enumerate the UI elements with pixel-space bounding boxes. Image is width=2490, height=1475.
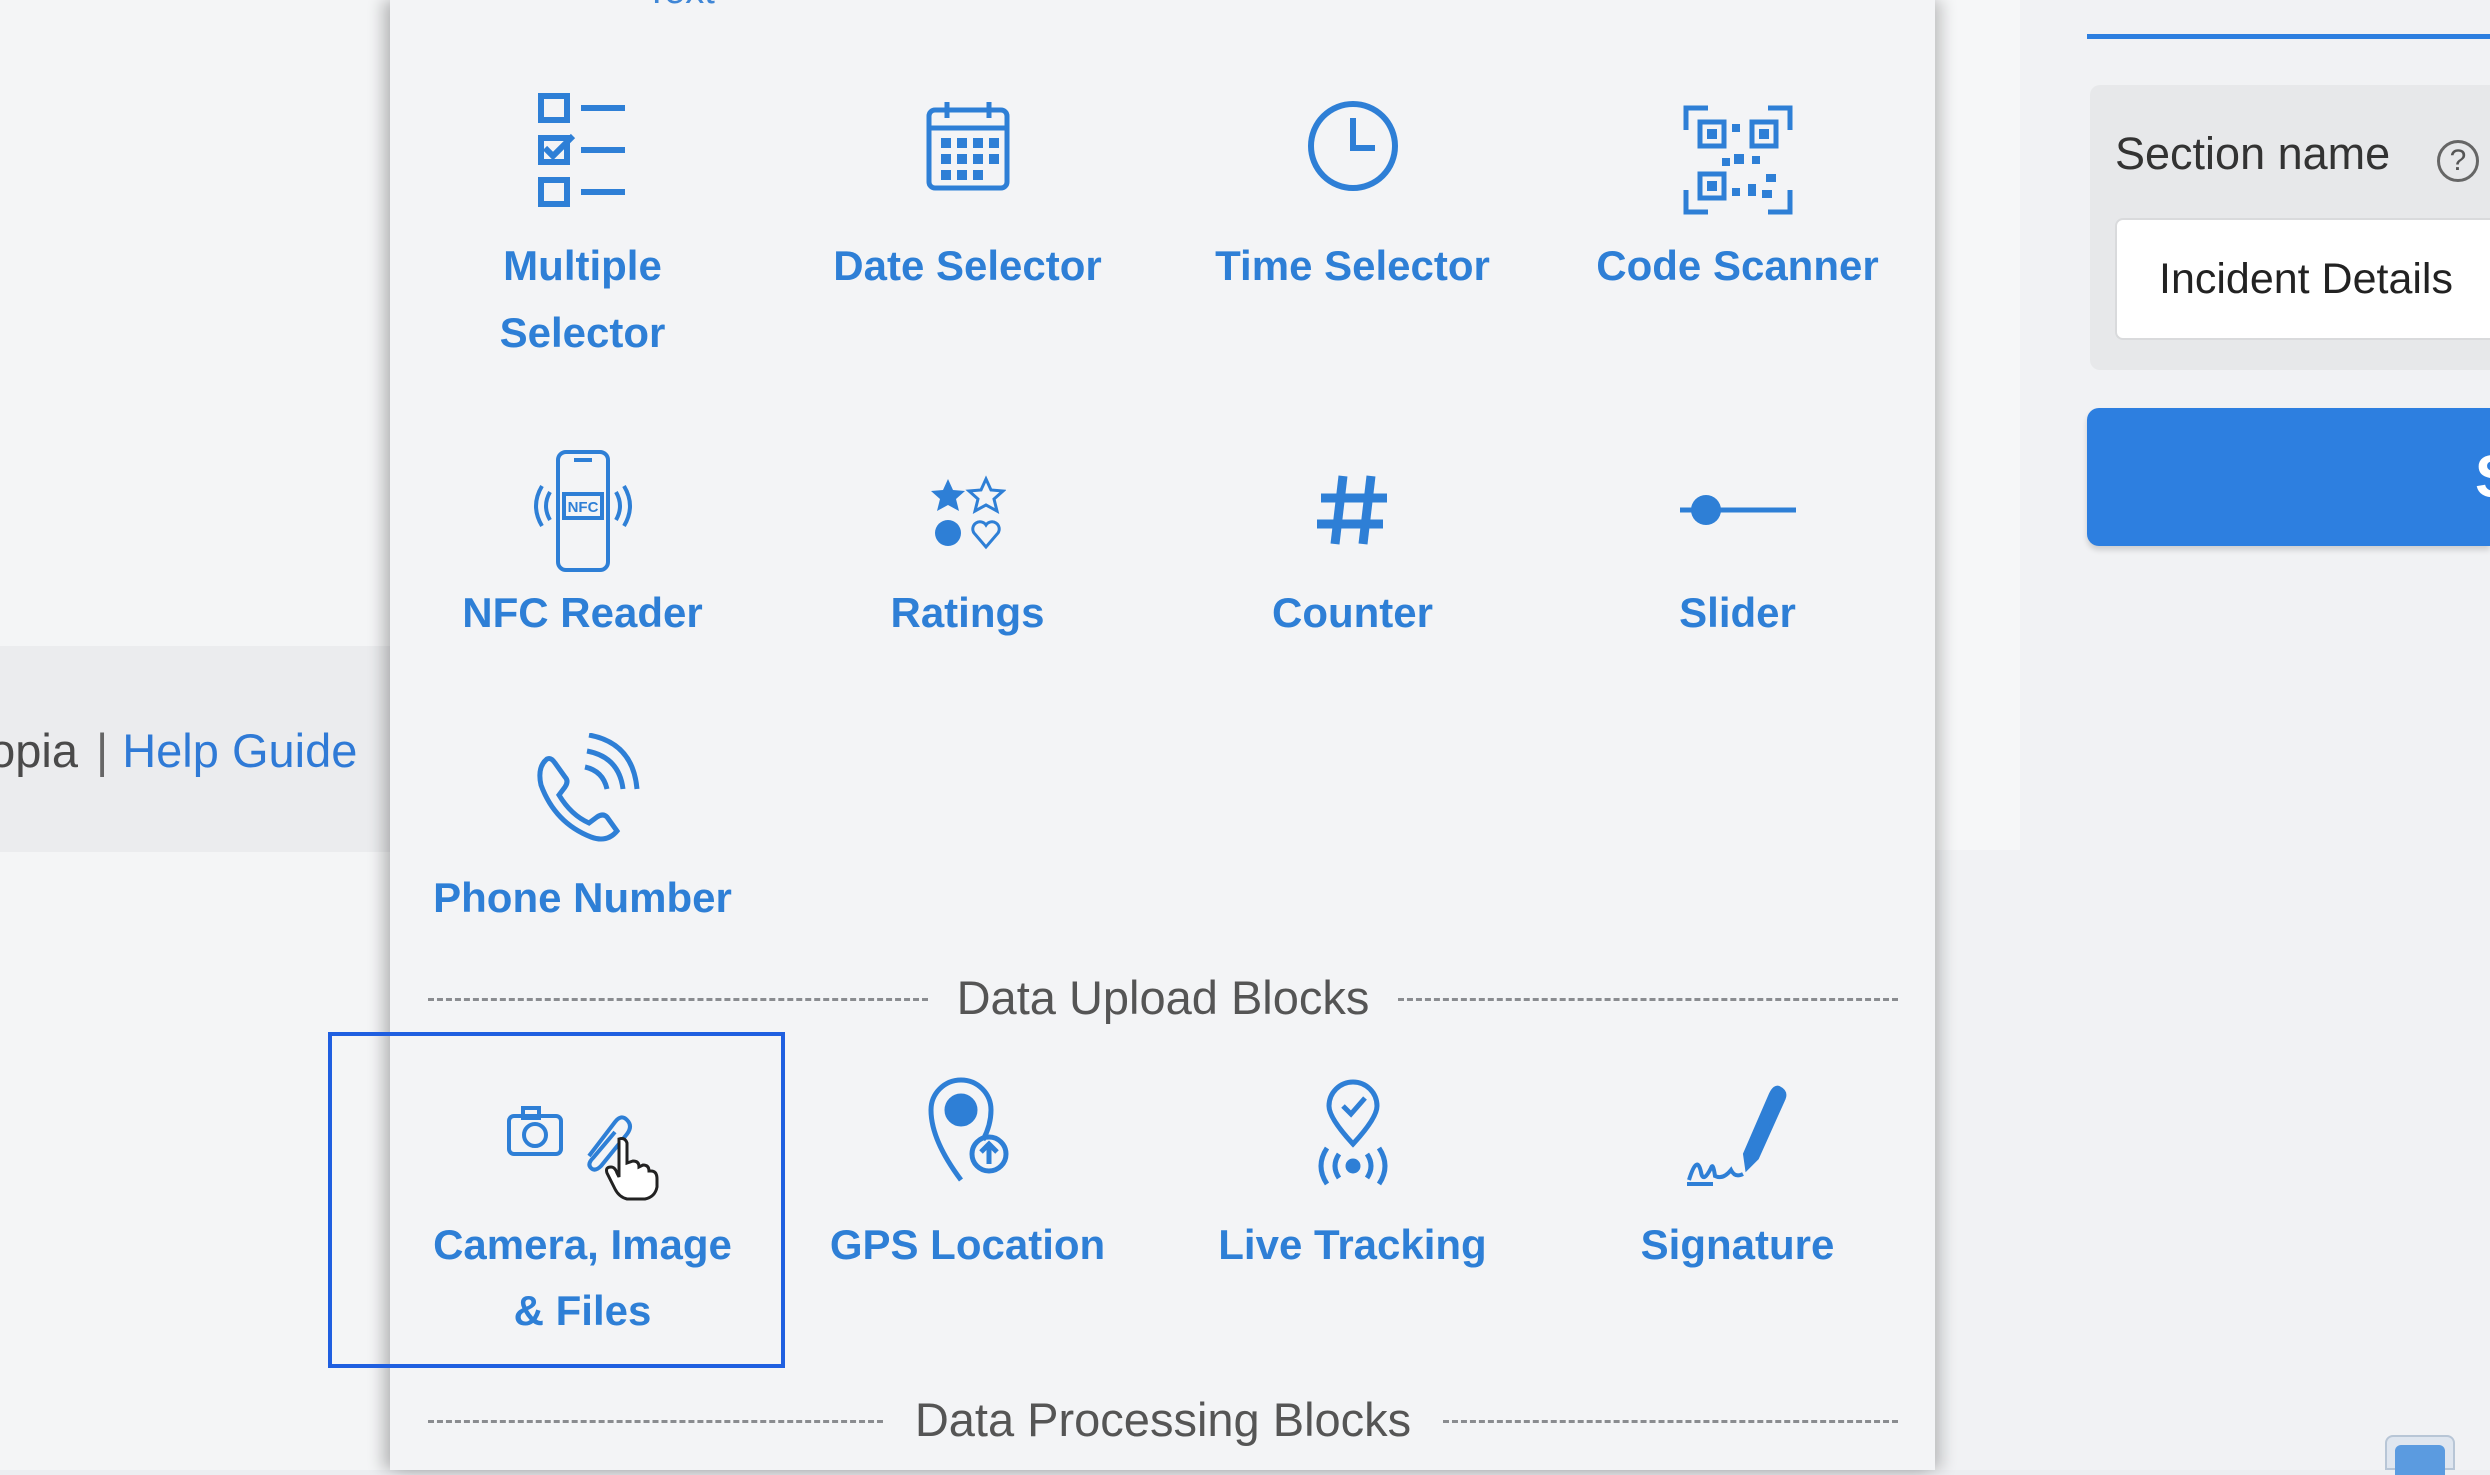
nfc-phone-icon: NFC bbox=[533, 450, 632, 572]
save-button[interactable]: S bbox=[2087, 408, 2490, 546]
block-label: Ratings bbox=[890, 589, 1045, 636]
app-corner-icon[interactable] bbox=[2385, 1435, 2455, 1475]
svg-text:NFC: NFC bbox=[567, 499, 598, 516]
hash-icon bbox=[1316, 475, 1387, 545]
block-label: Slider bbox=[1679, 589, 1796, 636]
block-slider[interactable]: Slider bbox=[1545, 440, 1930, 650]
block-label: Code Scanner bbox=[1596, 242, 1879, 289]
block-ratings[interactable]: Ratings bbox=[775, 440, 1160, 650]
ratings-icon bbox=[930, 475, 1006, 550]
block-date-selector[interactable]: Date Selector bbox=[775, 80, 1160, 289]
block-camera-image-files[interactable]: Camera, Image & Files bbox=[390, 1060, 775, 1360]
help-guide-link[interactable]: Help Guide bbox=[122, 723, 358, 777]
section-title: Data Processing Blocks bbox=[902, 1393, 1424, 1446]
block-live-tracking[interactable]: Live Tracking bbox=[1160, 1060, 1545, 1310]
section-title: Data Upload Blocks bbox=[944, 971, 1382, 1024]
block-label: Phone Number bbox=[433, 874, 732, 921]
section-name-label: Section name bbox=[2115, 128, 2391, 179]
block-label: Multiple bbox=[503, 242, 662, 289]
block-label: Time Selector bbox=[1215, 242, 1490, 289]
tab-underline bbox=[2087, 34, 2490, 39]
location-pin-icon bbox=[927, 1077, 1008, 1182]
block-signature[interactable]: Signature bbox=[1545, 1060, 1930, 1310]
block-label: Counter bbox=[1272, 589, 1433, 636]
block-label: Selector bbox=[499, 309, 666, 356]
block-label-cut: Text bbox=[540, 0, 820, 13]
right-gutter bbox=[1935, 0, 2020, 850]
divider-data-upload: Data Upload Blocks bbox=[428, 968, 1898, 1028]
block-label: Signature bbox=[1640, 1221, 1835, 1268]
footer-separator: | bbox=[96, 723, 109, 777]
footer-link-partial[interactable]: opia bbox=[0, 723, 78, 777]
block-palette: Text Multiple Selector Date Selector Tim… bbox=[390, 0, 1935, 1470]
signature-pen-icon bbox=[1686, 1085, 1786, 1186]
checklist-icon bbox=[537, 93, 625, 207]
block-label: Live Tracking bbox=[1218, 1221, 1487, 1268]
selection-highlight bbox=[328, 1032, 785, 1368]
block-multiple-selector[interactable]: Multiple Selector bbox=[390, 80, 775, 370]
block-label: Date Selector bbox=[833, 242, 1102, 289]
block-counter[interactable]: Counter bbox=[1160, 440, 1545, 650]
block-code-scanner[interactable]: Code Scanner bbox=[1545, 80, 1930, 289]
phone-icon bbox=[536, 733, 639, 842]
live-tracking-icon bbox=[1318, 1079, 1387, 1186]
block-gps-location[interactable]: GPS Location bbox=[775, 1060, 1160, 1310]
slider-icon bbox=[1679, 495, 1796, 525]
camera-attachment-icon bbox=[506, 1106, 632, 1172]
left-footer-band bbox=[0, 646, 395, 852]
divider-data-processing: Data Processing Blocks bbox=[428, 1390, 1898, 1450]
block-label: GPS Location bbox=[829, 1221, 1106, 1268]
calendar-icon bbox=[926, 102, 1009, 191]
clock-icon bbox=[1307, 101, 1398, 191]
section-name-input[interactable] bbox=[2115, 218, 2490, 340]
block-nfc-reader[interactable]: NFC NFC Reader bbox=[390, 440, 775, 650]
block-label: NFC Reader bbox=[462, 589, 703, 636]
block-label: Camera, Image bbox=[433, 1221, 732, 1268]
help-icon[interactable]: ? bbox=[2437, 140, 2479, 182]
block-phone-number[interactable]: Phone Number bbox=[390, 725, 775, 935]
footer-links: opia | Help Guide bbox=[0, 720, 357, 780]
qr-code-icon bbox=[1683, 105, 1792, 215]
block-time-selector[interactable]: Time Selector bbox=[1160, 80, 1545, 289]
hand-cursor-icon bbox=[604, 1137, 658, 1201]
block-label: & Files bbox=[513, 1287, 652, 1334]
save-button-label: S bbox=[2475, 442, 2490, 511]
